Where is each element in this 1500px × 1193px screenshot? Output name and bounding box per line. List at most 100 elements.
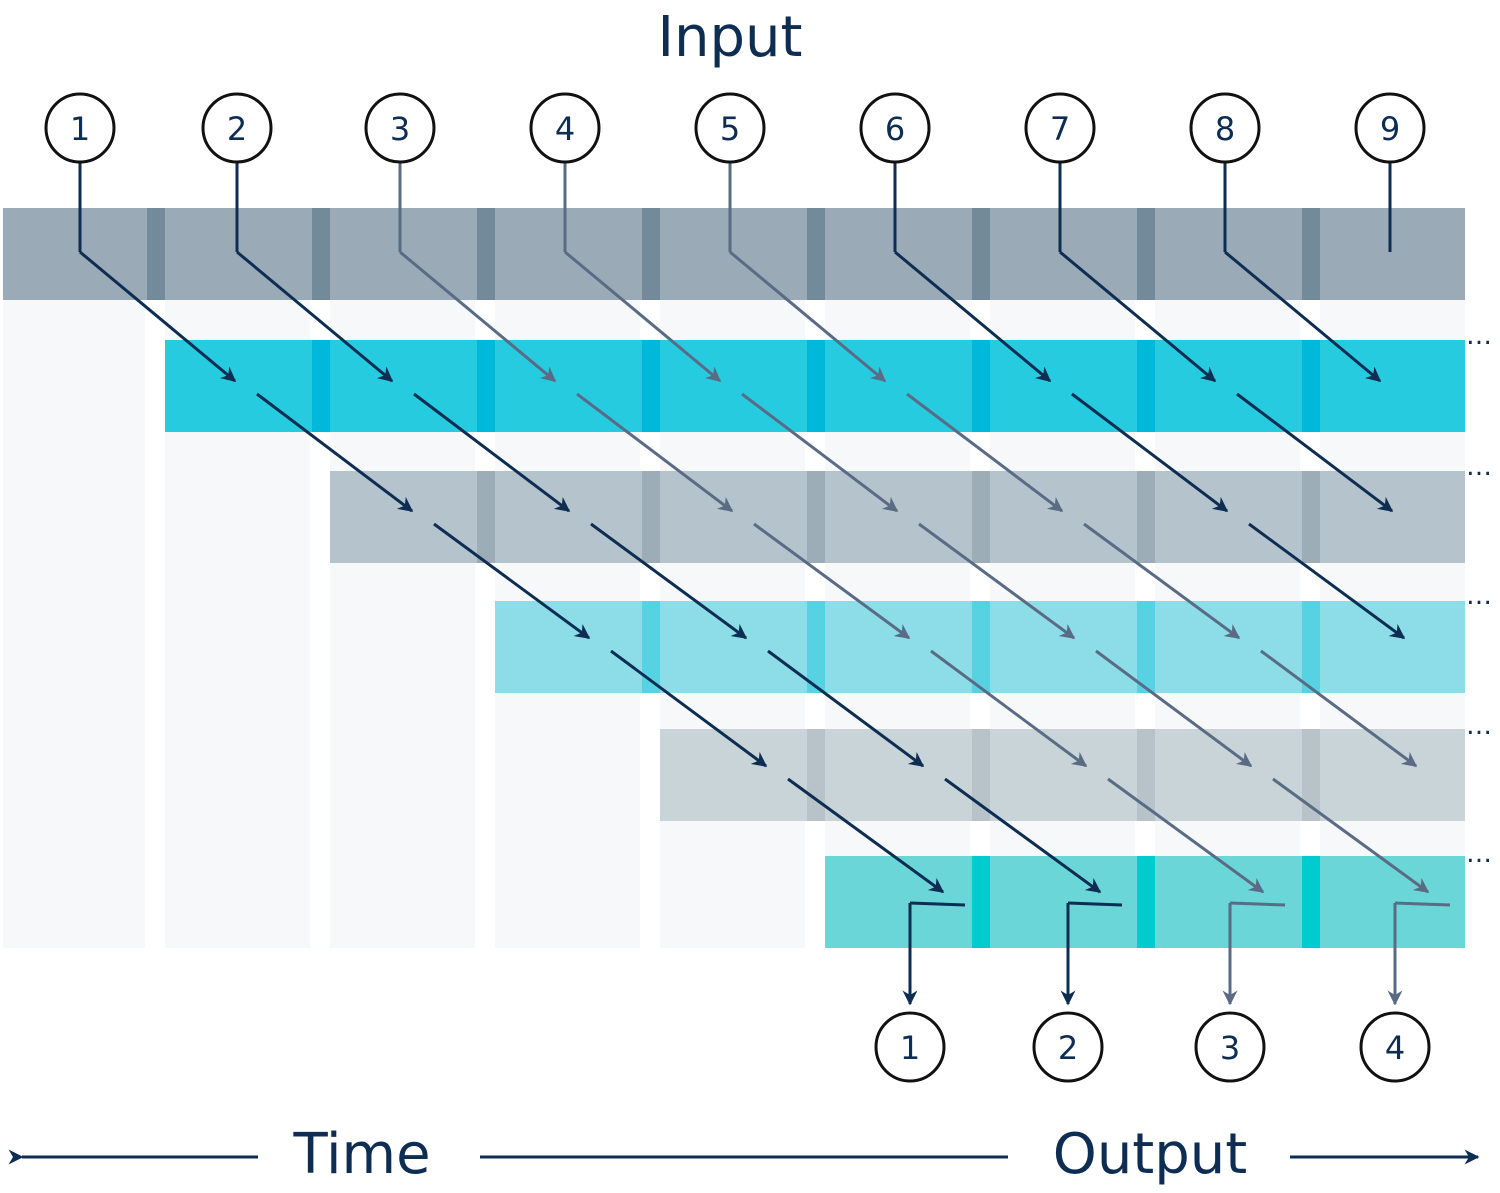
arrow-4-seg-2 — [741, 392, 899, 513]
output-label: Output — [1053, 1122, 1248, 1187]
time-axis: Time Output — [8, 1122, 1480, 1187]
input-node-7 — [1024, 92, 1096, 164]
layer-1-separator-5 — [807, 208, 825, 300]
layer-1-separator-3 — [477, 208, 495, 300]
arrow-5-seg-1 — [729, 250, 887, 383]
input-node-label-4: 4 — [555, 110, 575, 148]
arrow-3-seg-3 — [753, 522, 911, 640]
layer-2-separator-5 — [807, 340, 825, 432]
layer-1-separator-6 — [972, 208, 990, 300]
layer-1-separator-7 — [1137, 208, 1155, 300]
arrow-7-seg-1 — [1059, 250, 1217, 383]
layer-3-separator-5 — [807, 471, 825, 563]
arrow-1-seg-1 — [79, 250, 237, 383]
input-node-label-2: 2 — [227, 110, 247, 148]
continuation-dots: … … … … … — [1466, 321, 1492, 869]
layer-bands — [3, 208, 1465, 948]
arrow-4-seg-1 — [564, 250, 722, 383]
layer-5-separator-7 — [1137, 729, 1155, 821]
input-node-8 — [1189, 92, 1261, 164]
layer-5-separator-6 — [972, 729, 990, 821]
layer-4-separator-8 — [1302, 601, 1320, 693]
arrow-1-seg-4 — [610, 649, 768, 768]
continuation-dots-5: … — [1466, 839, 1492, 869]
layer-1-separator-2 — [312, 208, 330, 300]
arrow-6-seg-2 — [1071, 392, 1229, 513]
diagram-title: Input — [657, 5, 802, 70]
output-node-label-4: 4 — [1385, 1029, 1405, 1067]
arrow-1-seg-3 — [433, 522, 591, 640]
layer-2-separator-4 — [642, 340, 660, 432]
layer-5-separator-5 — [807, 729, 825, 821]
arrow-1-seg-2 — [256, 392, 414, 513]
input-node-2 — [201, 92, 273, 164]
arrow-6-seg-3 — [1248, 522, 1406, 640]
input-node-label-9: 9 — [1380, 110, 1400, 148]
output-node-2 — [1032, 1011, 1104, 1083]
layer-1-separator-4 — [642, 208, 660, 300]
input-node-1 — [44, 92, 116, 164]
layer-4-separator-6 — [972, 601, 990, 693]
arrow-3-seg-1 — [399, 250, 557, 383]
arrow-1-seg-5 — [787, 777, 945, 894]
arrow-5-seg-4 — [1260, 649, 1418, 768]
output-node-3 — [1194, 1011, 1266, 1083]
arrow-2-seg-4 — [767, 649, 925, 768]
input-node-4 — [529, 92, 601, 164]
flow-arrows — [78, 162, 1451, 1006]
arrow-4-seg-3 — [918, 522, 1076, 640]
arrow-2-seg-1 — [236, 250, 394, 383]
arrow-3-to-out — [1229, 901, 1286, 907]
input-node-9 — [1354, 92, 1426, 164]
layer-5-separator-8 — [1302, 729, 1320, 821]
input-node-3 — [364, 92, 436, 164]
continuation-dots-4: … — [1466, 711, 1492, 741]
arrow-2-seg-2 — [413, 392, 571, 513]
continuation-dots-2: … — [1466, 452, 1492, 482]
time-label: Time — [292, 1122, 430, 1187]
output-node-label-2: 2 — [1058, 1029, 1078, 1067]
arrow-3-seg-4 — [930, 649, 1088, 768]
layer-6-separator-6 — [972, 856, 990, 948]
arrow-2-seg-3 — [590, 522, 748, 640]
layer-6-separator-7 — [1137, 856, 1155, 948]
continuation-dots-1: … — [1466, 321, 1492, 351]
output-node-4 — [1359, 1011, 1431, 1083]
input-node-6 — [859, 92, 931, 164]
continuation-dots-3: … — [1466, 581, 1492, 611]
layer-2-separator-2 — [312, 340, 330, 432]
layer-2-separator-7 — [1137, 340, 1155, 432]
arrow-5-seg-3 — [1083, 522, 1241, 640]
layer-band-5 — [660, 729, 1465, 821]
arrow-5-seg-2 — [906, 392, 1064, 513]
layer-4-separator-5 — [807, 601, 825, 693]
layer-3-separator-4 — [642, 471, 660, 563]
layer-3-separator-3 — [477, 471, 495, 563]
input-node-label-1: 1 — [70, 110, 90, 148]
background-column-1 — [3, 300, 145, 948]
layer-6-separator-8 — [1302, 856, 1320, 948]
layer-3-separator-6 — [972, 471, 990, 563]
arrow-8-seg-1 — [1224, 250, 1382, 383]
layer-4-separator-4 — [642, 601, 660, 693]
layer-band-3 — [330, 471, 1465, 563]
arrow-1-to-out — [909, 901, 966, 907]
output-node-label-1: 1 — [900, 1029, 920, 1067]
arrow-2-seg-5 — [944, 777, 1102, 894]
layer-4-separator-7 — [1137, 601, 1155, 693]
input-node-5 — [694, 92, 766, 164]
arrow-2-to-out — [1067, 901, 1123, 907]
layer-3-separator-7 — [1137, 471, 1155, 563]
layer-2-separator-6 — [972, 340, 990, 432]
arrow-4-seg-5 — [1272, 777, 1430, 894]
input-node-label-7: 7 — [1050, 110, 1070, 148]
layer-3-separator-8 — [1302, 471, 1320, 563]
input-node-label-8: 8 — [1215, 110, 1235, 148]
input-node-label-5: 5 — [720, 110, 740, 148]
arrow-4-to-out — [1394, 901, 1451, 907]
layer-1-separator-8 — [1302, 208, 1320, 300]
layer-1-separator-1 — [147, 208, 165, 300]
